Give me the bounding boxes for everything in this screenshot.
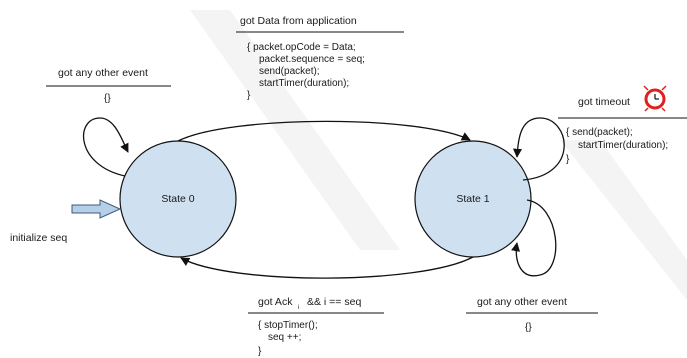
got-ack-event: got Ack i && i == seq — [258, 296, 361, 311]
self-loop-arrow-timeout — [512, 117, 565, 181]
got-ack-action-line: } — [258, 346, 262, 357]
got-ack-action-line: { stopTimer(); — [258, 320, 318, 331]
state-1-loop-event: got any other event — [477, 296, 567, 308]
timeout-action-line: startTimer(duration); — [578, 140, 668, 151]
state-1-label: State 1 — [456, 193, 489, 205]
send-data-action-line: { packet.opCode = Data; — [247, 42, 356, 53]
send-data-action-line: packet.sequence = seq; — [259, 54, 365, 65]
send-data-action-line: startTimer(duration); — [259, 78, 349, 89]
self-loop-arrow-state-0 — [82, 117, 129, 177]
got-ack-event-suffix: && i == seq — [307, 296, 361, 308]
timeout-event: got timeout — [578, 96, 630, 108]
timeout-action-line: } — [566, 154, 570, 165]
got-ack-event-prefix: got Ack — [258, 296, 293, 308]
timeout-actions: { send(packet); startTimer(duration); } — [566, 127, 668, 165]
got-ack-actions: { stopTimer(); seq ++; } — [258, 320, 318, 357]
got-ack-action-line: seq ++; — [268, 332, 301, 343]
alarm-clock-icon — [643, 85, 667, 112]
got-ack-event-subscript: i — [298, 305, 299, 311]
send-data-actions: { packet.opCode = Data; packet.sequence … — [247, 42, 365, 101]
state-0-loop-action: {} — [104, 93, 111, 104]
send-data-action-line: send(packet); — [259, 66, 320, 77]
state-0-loop-event: got any other event — [58, 67, 148, 79]
transition-arrow-send-data — [177, 120, 471, 142]
initial-label: initialize seq — [10, 232, 67, 244]
send-data-event: got Data from application — [240, 15, 357, 27]
timeout-action-line: { send(packet); — [566, 127, 633, 138]
state-0-label: State 0 — [161, 193, 194, 205]
send-data-action-line: } — [247, 90, 251, 101]
state-1-loop-action: {} — [525, 322, 532, 333]
self-loop-arrow-state-1 — [511, 199, 557, 277]
initial-state-arrow — [71, 199, 122, 219]
watermark — [190, 10, 687, 300]
transition-arrow-got-ack — [180, 256, 474, 279]
